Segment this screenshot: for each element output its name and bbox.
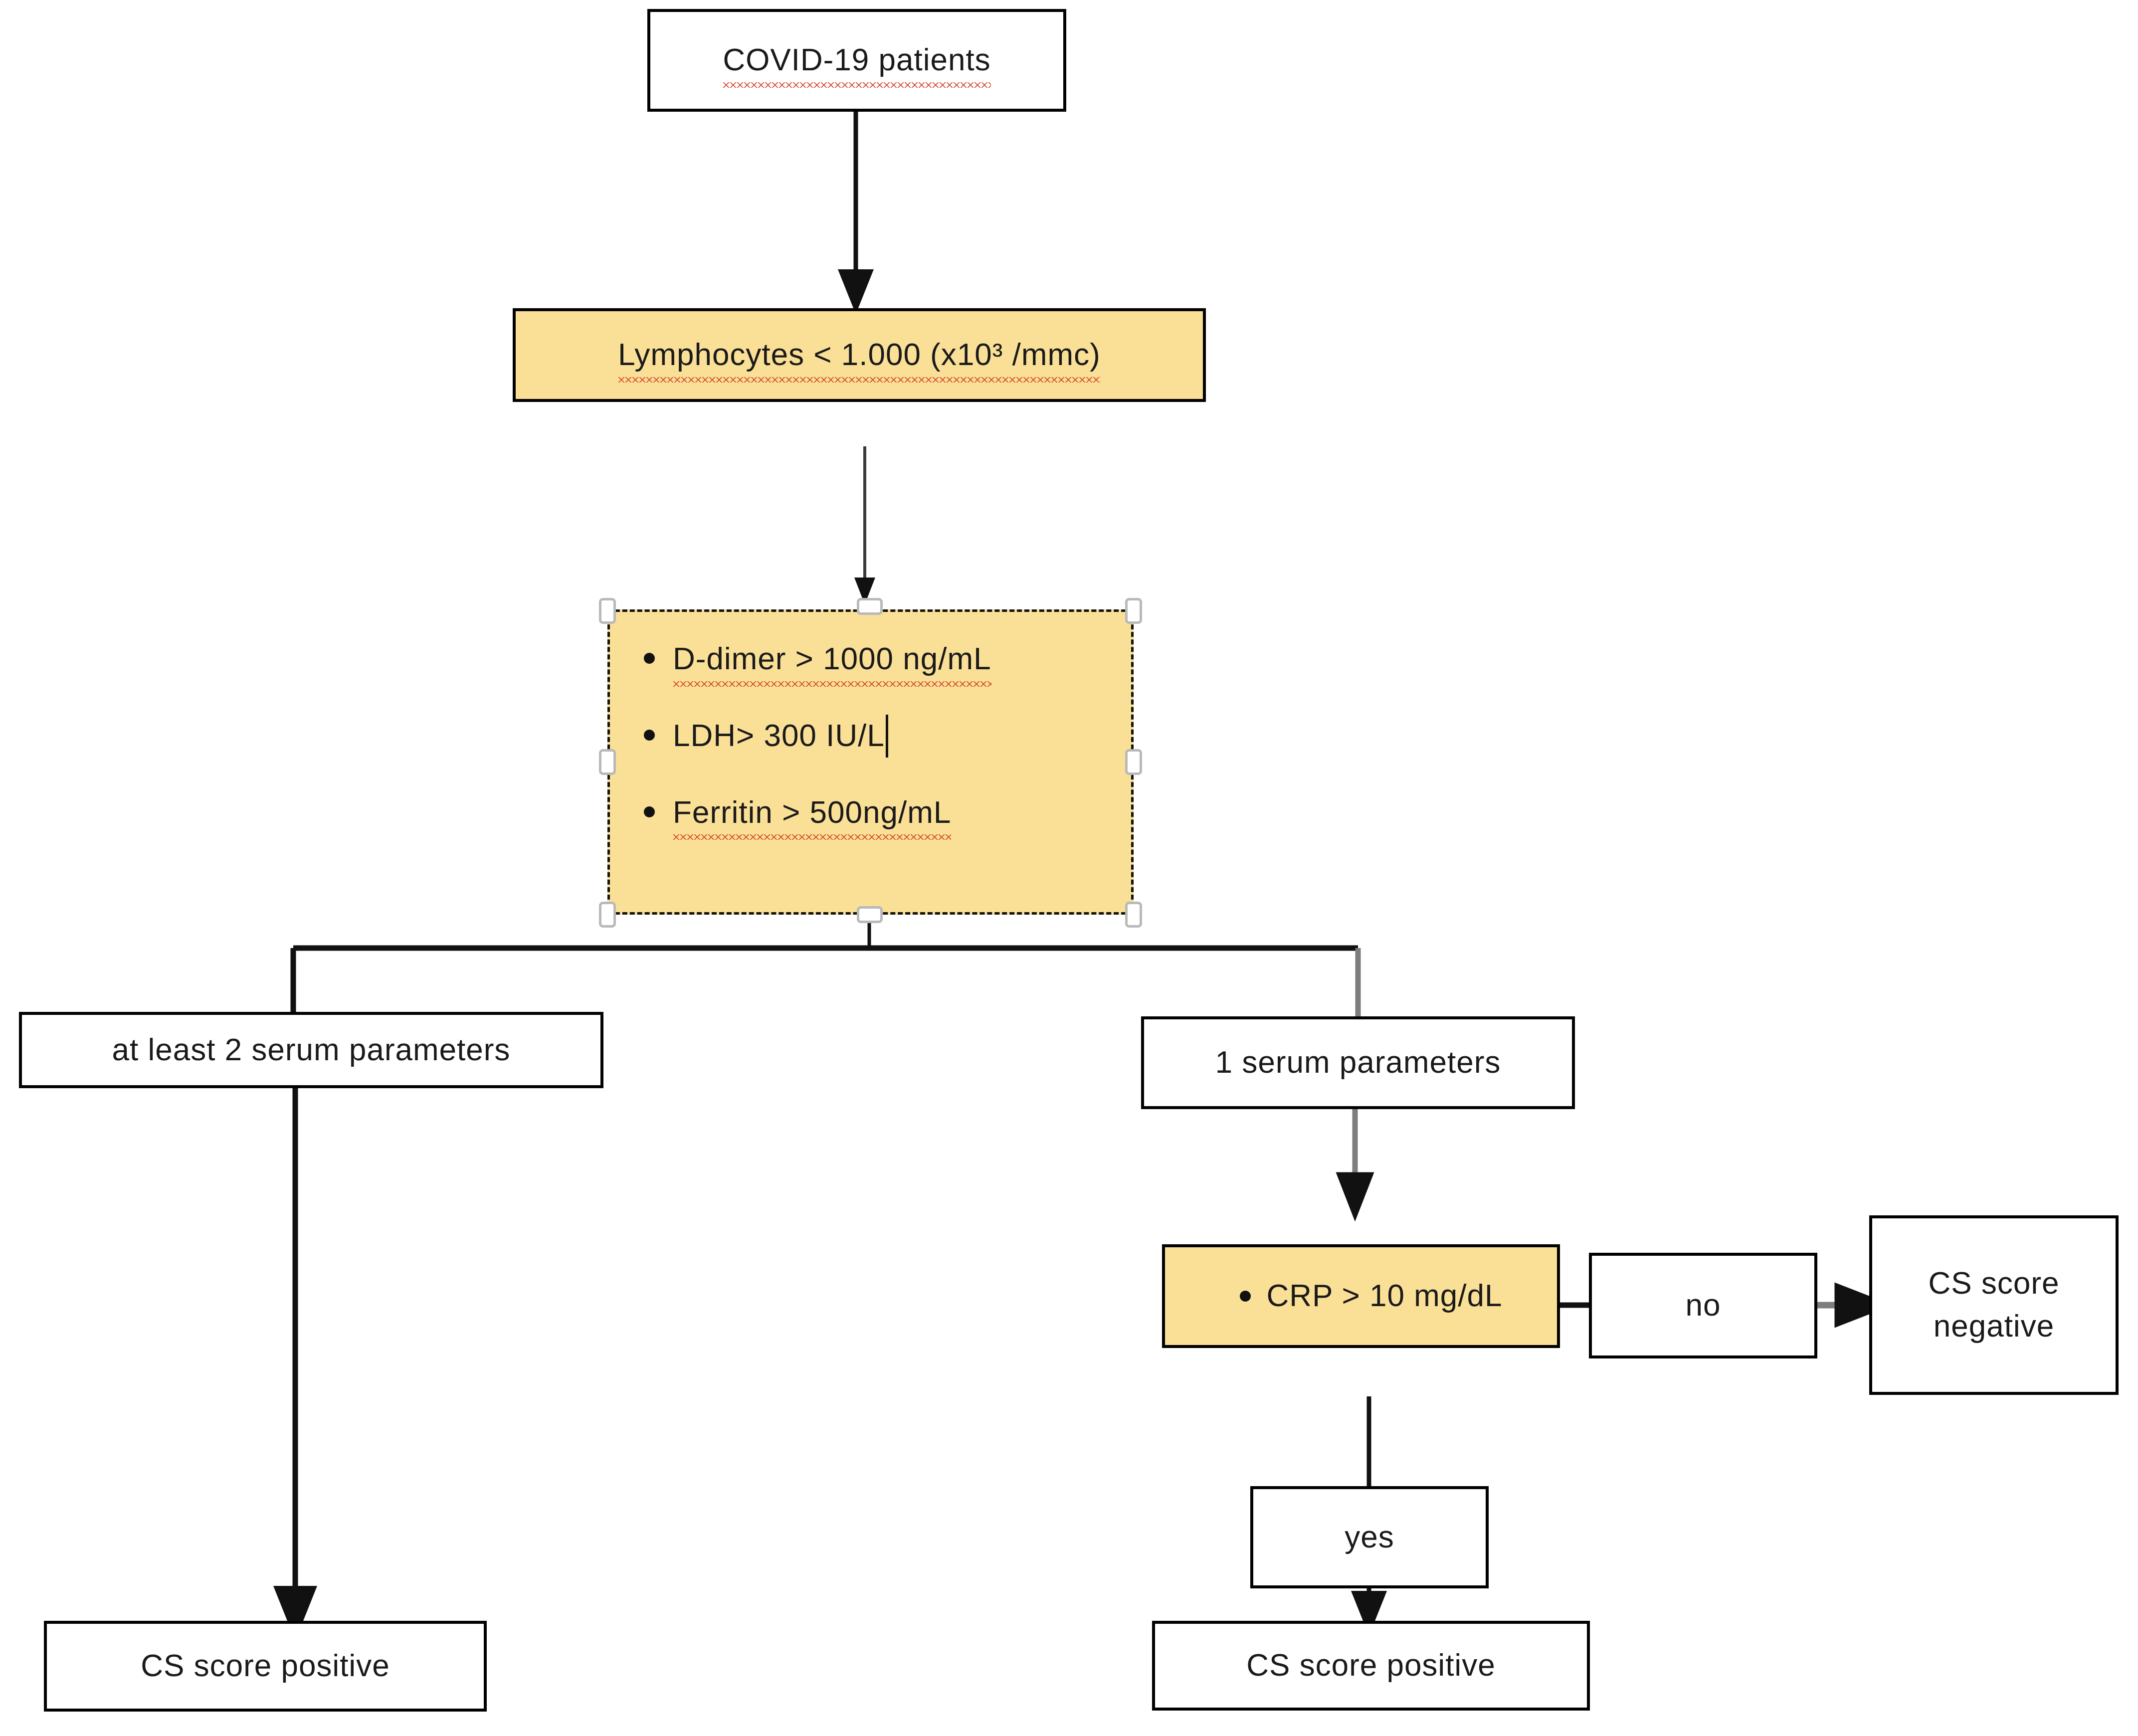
node-yes-gate[interactable]: yes: [1250, 1486, 1489, 1588]
node-at-least-2-label: at least 2 serum parameters: [112, 1032, 511, 1067]
node-cs-positive-right-label: CS score positive: [1246, 1648, 1496, 1683]
node-covid19-patients[interactable]: COVID-19 patients: [647, 9, 1066, 112]
list-item: LDH> 300 IU/L: [644, 714, 1131, 758]
serum-item-ldh: LDH> 300 IU/L: [673, 718, 885, 753]
node-no-gate[interactable]: no: [1589, 1253, 1817, 1358]
node-lymphocytes[interactable]: Lymphocytes < 1.000 (x10³ /mmc): [513, 308, 1206, 402]
resize-handle-top-right[interactable]: [1125, 598, 1142, 624]
node-cs-positive-left-label: CS score positive: [141, 1649, 390, 1684]
node-1-serum-label: 1 serum parameters: [1215, 1045, 1501, 1080]
node-yes-label: yes: [1345, 1520, 1394, 1554]
resize-handle-bottom-right[interactable]: [1125, 902, 1142, 928]
resize-handle-middle-right[interactable]: [1125, 749, 1142, 775]
resize-handle-bottom-left[interactable]: [599, 902, 616, 928]
node-no-label: no: [1685, 1288, 1721, 1323]
resize-handle-top-center[interactable]: [857, 598, 883, 615]
node-lymphocytes-label: Lymphocytes < 1.000 (x10³ /mmc): [618, 334, 1101, 383]
serum-item-d-dimer: D-dimer > 1000 ng/mL: [673, 638, 991, 687]
node-cs-score-positive-left[interactable]: CS score positive: [44, 1621, 487, 1712]
node-serum-panel[interactable]: D-dimer > 1000 ng/mL LDH> 300 IU/L Ferri…: [607, 609, 1134, 915]
node-crp-label: CRP > 10 mg/dL: [1266, 1279, 1503, 1314]
text-cursor-icon: [885, 714, 888, 758]
bullet-icon: [1239, 1290, 1251, 1302]
resize-handle-middle-left[interactable]: [599, 749, 616, 775]
bullet-icon: [644, 653, 655, 664]
resize-handle-bottom-center[interactable]: [857, 906, 883, 923]
node-crp[interactable]: CRP > 10 mg/dL: [1162, 1244, 1560, 1348]
node-cs-negative-label: CS score negative: [1928, 1266, 2060, 1344]
crp-item: CRP > 10 mg/dL: [1220, 1275, 1503, 1318]
node-at-least-2-serum-parameters[interactable]: at least 2 serum parameters: [19, 1012, 603, 1088]
list-item: Ferritin > 500ng/mL: [644, 791, 1131, 840]
resize-handle-top-left[interactable]: [599, 598, 616, 624]
bullet-icon: [644, 729, 655, 741]
node-cs-score-positive-right[interactable]: CS score positive: [1152, 1621, 1590, 1711]
serum-item-ferritin: Ferritin > 500ng/mL: [673, 791, 952, 840]
bullet-icon: [644, 806, 655, 817]
node-1-serum-parameters[interactable]: 1 serum parameters: [1141, 1016, 1575, 1109]
list-item: D-dimer > 1000 ng/mL: [644, 638, 1131, 687]
node-covid19-patients-label: COVID-19 patients: [723, 39, 991, 88]
node-cs-score-negative[interactable]: CS score negative: [1869, 1215, 2119, 1395]
